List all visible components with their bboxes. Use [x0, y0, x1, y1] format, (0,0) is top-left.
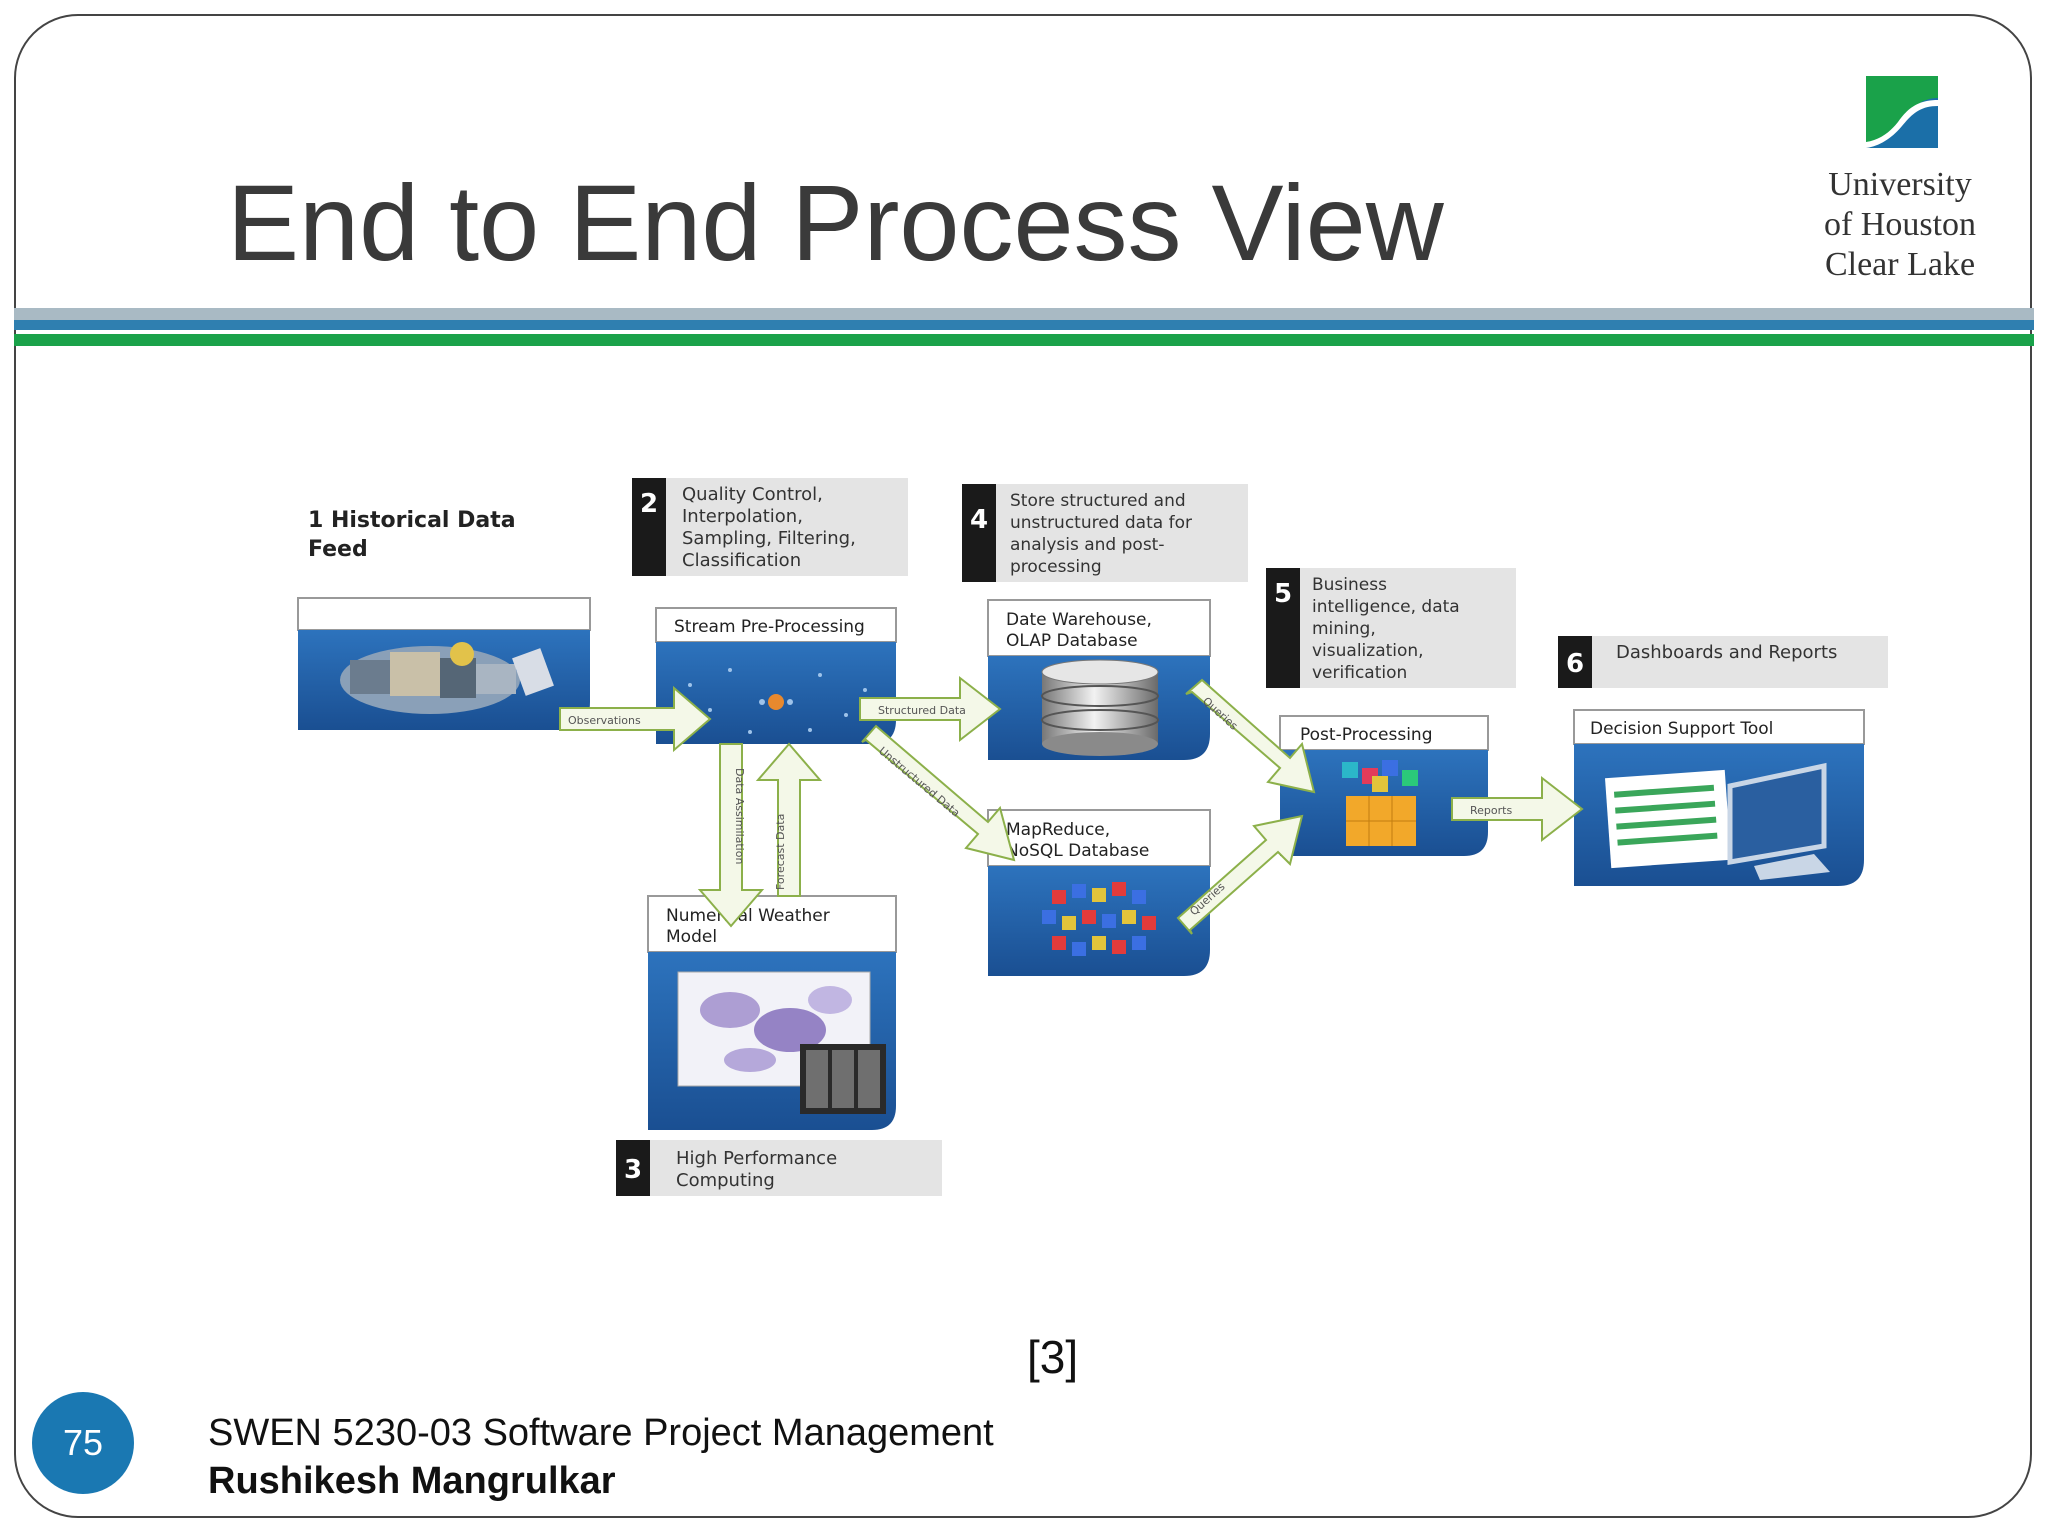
- header-divider-grey: [14, 308, 2034, 320]
- forecast-data-arrow-label: Forecast Data: [774, 814, 787, 890]
- nwm-label-line-1: Numerical Weather: [666, 906, 830, 926]
- database-cylinder-icon: [1041, 659, 1159, 756]
- university-name: University of Houston Clear Lake: [1800, 165, 2000, 285]
- server-rack-icon: [800, 1044, 886, 1114]
- step-2-line-4: Classification: [682, 550, 801, 571]
- historical-label-line-2: Feed: [308, 537, 368, 562]
- mapreduce-label-line-2: NoSQL Database: [1006, 841, 1149, 861]
- step-2-line-3: Sampling, Filtering,: [682, 528, 856, 549]
- page-number-badge: 75: [32, 1392, 134, 1494]
- header-divider-green: [14, 334, 2034, 346]
- reports-arrow-label: Reports: [1470, 804, 1512, 817]
- dashboard-report-icon: [1605, 769, 1731, 869]
- post-processing-label: Post-Processing: [1300, 725, 1432, 745]
- university-line-3: Clear Lake: [1824, 246, 1976, 283]
- step-5-number: 5: [1274, 579, 1292, 609]
- particle-cloud-icon: [688, 668, 867, 734]
- step-5-line-2: intelligence, data: [1312, 597, 1460, 617]
- step-4-number: 4: [970, 505, 988, 535]
- step-2-label: 2 Quality Control, Interpolation, Sampli…: [632, 478, 908, 576]
- step-2-line-1: Quality Control,: [682, 484, 823, 505]
- data-assimilation-arrow-label: Data Assimilation: [733, 768, 746, 864]
- process-diagram: 1 Historical Data Feed 2 Quality Control…: [290, 470, 1900, 1220]
- step-3-line-2: Computing: [676, 1170, 775, 1191]
- slide-title: End to End Process View: [227, 162, 1444, 283]
- university-line-1: University: [1828, 166, 1972, 203]
- citation: [3]: [1027, 1331, 1079, 1383]
- nosql-cubes-icon: [1042, 882, 1156, 956]
- step-5-line-1: Business: [1312, 575, 1387, 595]
- step-3-line-1: High Performance: [676, 1148, 837, 1169]
- step-5-line-4: visualization,: [1312, 641, 1424, 661]
- warehouse-label-line-2: OLAP Database: [1006, 631, 1138, 651]
- step-4-line-2: unstructured data for: [1010, 513, 1192, 533]
- step-4-line-3: analysis and post-: [1010, 535, 1164, 555]
- step-6-label: 6 Dashboards and Reports: [1558, 636, 1888, 688]
- decision-support-node: Decision Support Tool: [1573, 709, 1865, 886]
- step-5-label: 5 Business intelligence, data mining, vi…: [1266, 568, 1516, 688]
- data-cube-icon: [1342, 760, 1418, 846]
- step-5-line-3: mining,: [1312, 619, 1376, 639]
- historical-label-line-1: 1 Historical Data: [308, 508, 516, 533]
- structured-data-arrow: Structured Data: [859, 675, 1002, 743]
- step-4-line-4: processing: [1010, 557, 1102, 577]
- header-divider-blue: [14, 320, 2034, 330]
- data-assimilation-arrow: Data Assimilation: [697, 743, 765, 928]
- mapreduce-label-line-1: MapReduce,: [1006, 820, 1110, 840]
- step-2-line-2: Interpolation,: [682, 506, 803, 527]
- step-2-number: 2: [640, 489, 658, 519]
- university-line-2: of Houston: [1823, 206, 1977, 243]
- observations-arrow-label: Observations: [568, 714, 641, 727]
- historical-data-node: 1 Historical Data Feed: [297, 508, 591, 730]
- author-footer: Rushikesh Mangrulkar: [208, 1460, 616, 1502]
- course-footer: SWEN 5230-03 Software Project Management: [208, 1412, 994, 1454]
- nwm-label-line-2: Model: [666, 927, 717, 947]
- unstructured-data-arrow-label: Unstructured Data: [876, 744, 962, 819]
- page-number: 75: [62, 1422, 104, 1463]
- decision-support-label: Decision Support Tool: [1590, 719, 1773, 739]
- post-processing-node: Post-Processing: [1279, 715, 1489, 856]
- uhcl-logo-icon: [1866, 76, 1938, 148]
- reports-arrow: Reports: [1451, 775, 1584, 843]
- forecast-data-arrow: Forecast Data: [755, 742, 823, 897]
- mapreduce-node: MapReduce, NoSQL Database: [987, 809, 1211, 976]
- monitor-icon: [1727, 762, 1830, 880]
- numerical-weather-model-node: Numerical Weather Model: [647, 895, 897, 1130]
- step-5-line-5: verification: [1312, 663, 1407, 683]
- observations-arrow: Observations: [559, 685, 712, 753]
- stream-preprocessing-label: Stream Pre-Processing: [674, 617, 865, 637]
- step-4-label: 4 Store structured and unstructured data…: [962, 484, 1248, 582]
- data-warehouse-node: Date Warehouse, OLAP Database: [987, 599, 1211, 760]
- stream-preprocessing-node: Stream Pre-Processing: [655, 607, 897, 744]
- step-3-number: 3: [624, 1155, 642, 1185]
- step-3-label: 3 High Performance Computing: [616, 1140, 942, 1196]
- warehouse-label-line-1: Date Warehouse,: [1006, 610, 1152, 630]
- step-6-number: 6: [1566, 649, 1584, 679]
- step-6-line-1: Dashboards and Reports: [1616, 642, 1837, 663]
- slide-frame: [14, 14, 2032, 1518]
- sensor-equipment-icon: [340, 642, 554, 714]
- step-4-line-1: Store structured and: [1010, 491, 1186, 511]
- structured-data-arrow-label: Structured Data: [878, 704, 966, 717]
